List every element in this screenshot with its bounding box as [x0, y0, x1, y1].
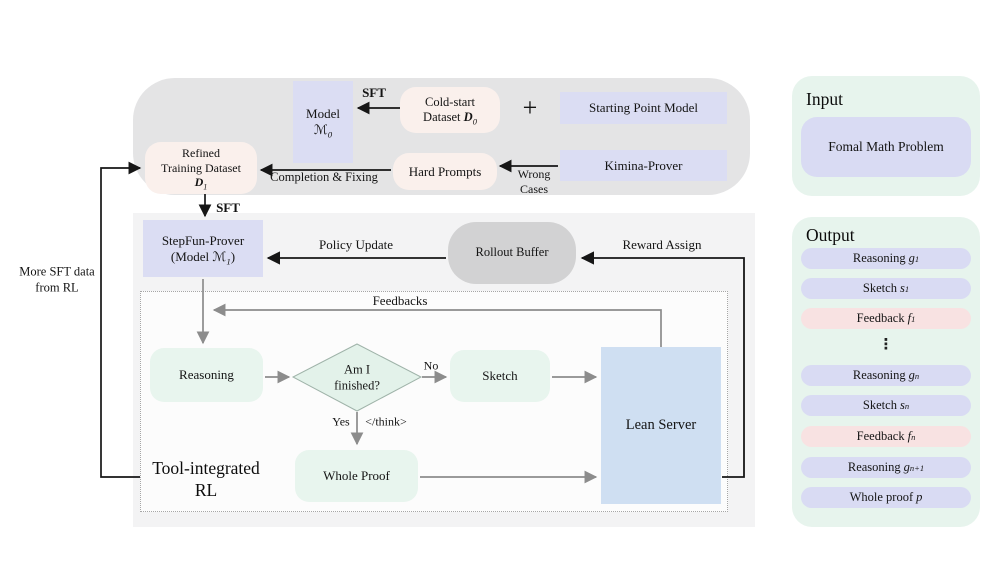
rollout-buffer: Rollout Buffer [448, 222, 576, 284]
plus-sign: + [522, 92, 538, 122]
cold-start-dataset-box: Cold-start Dataset D0 [400, 87, 500, 133]
whole-proof-box: Whole Proof [295, 450, 418, 502]
reasoning-box: Reasoning [150, 348, 263, 402]
reward-assign-label: Reward Assign [622, 236, 702, 252]
no-label: No [423, 358, 439, 373]
starting-point-model-box: Starting Point Model [560, 92, 727, 124]
tool-integrated-rl-label: Tool-integrated RL [152, 458, 260, 500]
stepfun-prover-box: StepFun-Prover (Model ℳ1) [143, 220, 263, 277]
hard-prompts-box: Hard Prompts [393, 153, 497, 190]
think-tag-label: </think> [365, 414, 407, 429]
refined-training-dataset-box: Refined Training Dataset D1 [145, 142, 257, 194]
policy-update-label: Policy Update [318, 236, 394, 252]
model-m0-box: Model ℳ0 [293, 81, 353, 163]
feedbacks-label: Feedbacks [372, 292, 428, 308]
sketch-box: Sketch [450, 350, 550, 402]
sft-label-top: SFT [362, 84, 386, 100]
kimina-prover-box: Kimina-Prover [560, 150, 727, 181]
yes-label: Yes [332, 414, 350, 429]
lean-server-box: Lean Server [601, 347, 721, 504]
wrong-cases-label: Wrong Cases [517, 167, 551, 196]
input-panel: Input Fomal Math Problem [792, 76, 980, 196]
more-sft-data-label: More SFT data from RL [19, 264, 95, 294]
input-heading: Input [806, 89, 843, 109]
sft-label-mid: SFT [216, 199, 240, 215]
output-ellipsis: ⋮ [878, 337, 894, 353]
completion-fixing-label: Completion & Fixing [270, 170, 378, 185]
formal-math-problem-box: Fomal Math Problem [801, 117, 971, 177]
output-heading: Output [806, 225, 855, 245]
decision-diamond-label: Am I finished? [334, 362, 380, 392]
